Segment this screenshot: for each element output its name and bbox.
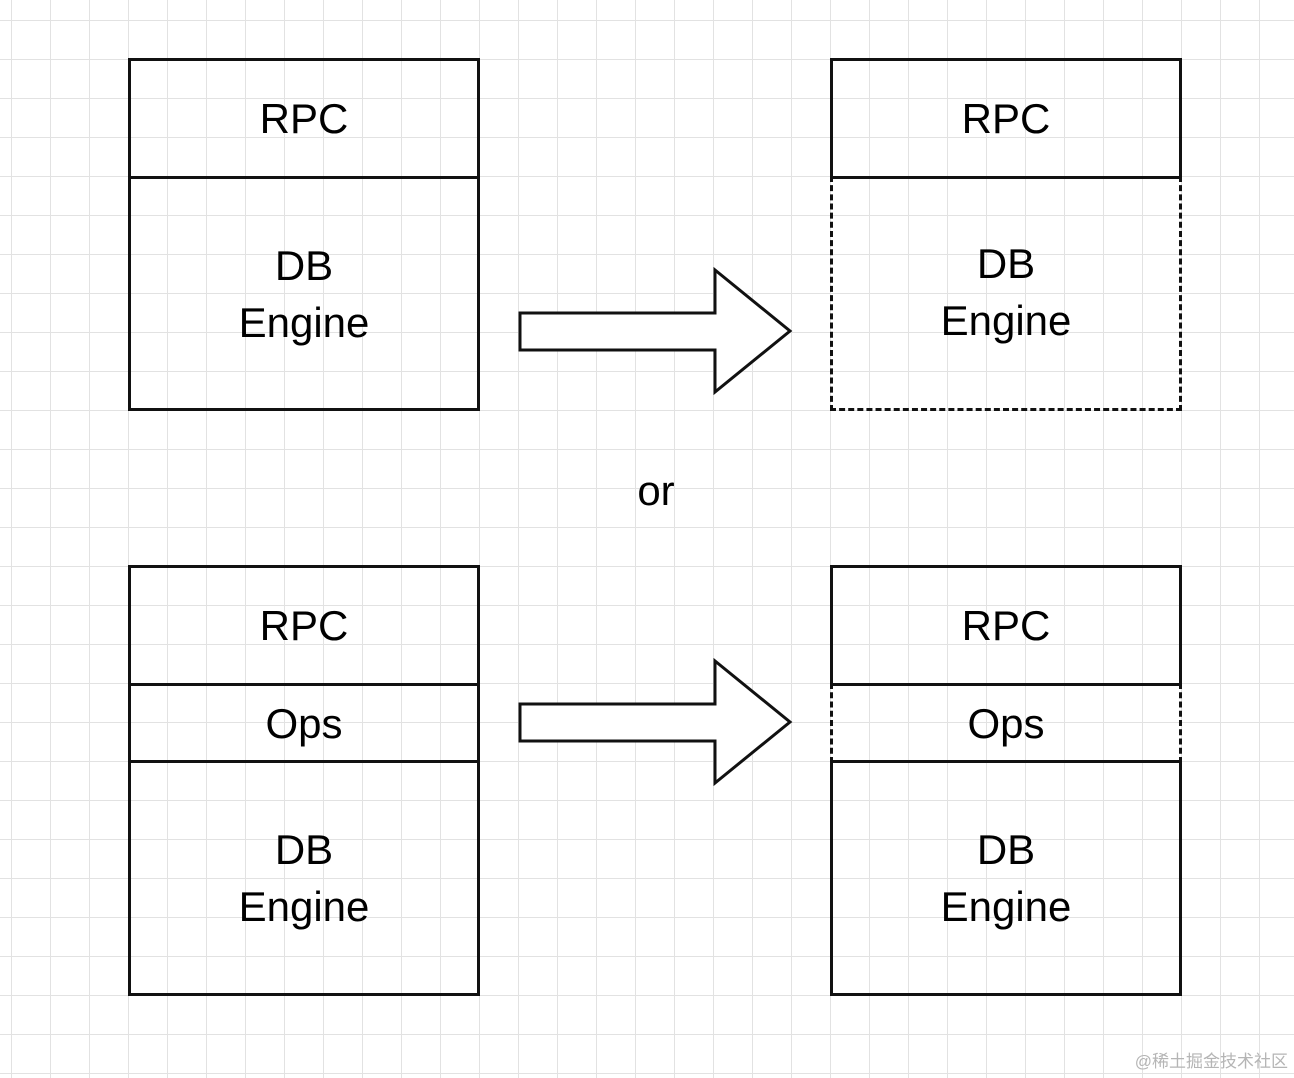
engine-label: Engine (238, 298, 370, 346)
top-before-engine-layer: DB Engine (128, 176, 480, 411)
db-label: DB (976, 826, 1036, 873)
bottom-after-engine-layer: DB Engine (830, 760, 1182, 996)
rpc-label: RPC (259, 602, 349, 649)
ops-label: Ops (967, 699, 1045, 747)
db-label: DB (976, 240, 1036, 287)
rpc-label: RPC (259, 95, 349, 142)
db-label: DB (274, 826, 334, 873)
bottom-after-ops-layer: Ops (830, 683, 1182, 763)
db-label: DB (274, 241, 334, 289)
engine-label: Engine (940, 297, 1072, 344)
top-before-rpc-layer: RPC (128, 58, 480, 179)
rpc-label: RPC (961, 95, 1051, 142)
ops-label: Ops (265, 699, 343, 747)
transform-arrow-bottom (518, 658, 793, 786)
top-after-rpc-layer: RPC (830, 58, 1182, 179)
watermark: @稀土掘金技术社区 (1134, 1052, 1288, 1071)
bottom-after-rpc-layer: RPC (830, 565, 1182, 686)
or-separator: or (637, 467, 675, 514)
engine-label: Engine (940, 883, 1072, 930)
bottom-before-engine-layer: DB Engine (128, 760, 480, 996)
engine-label: Engine (238, 883, 370, 930)
transform-arrow-top (518, 267, 793, 395)
bottom-before-ops-layer: Ops (128, 683, 480, 763)
bottom-before-rpc-layer: RPC (128, 565, 480, 686)
rpc-label: RPC (961, 602, 1051, 649)
top-after-engine-layer: DB Engine (830, 176, 1182, 411)
